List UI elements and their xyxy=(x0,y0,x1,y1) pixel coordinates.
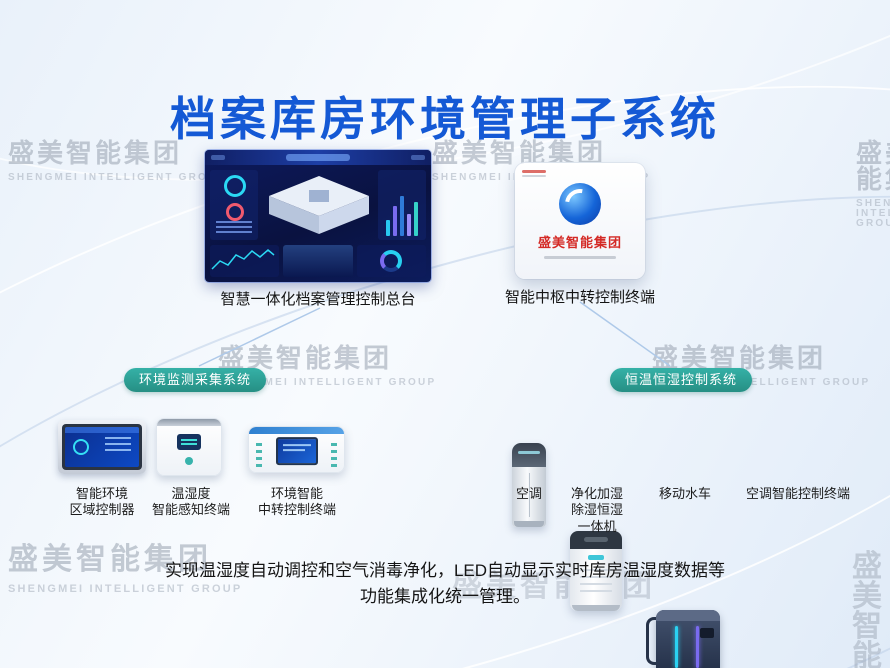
cart-body xyxy=(656,610,720,668)
console-topbar xyxy=(205,150,431,165)
device-label: 空调 xyxy=(515,486,542,501)
device-label: 净化加湿 除湿恒湿 一体机 xyxy=(570,486,623,534)
console-screenshot xyxy=(205,150,431,282)
device-label: 环境智能 中转控制终端 xyxy=(257,486,336,518)
handle-icon xyxy=(584,537,608,542)
watermark-en: SHENGMEI INTELLIGENT GROUP xyxy=(8,172,227,183)
vent-icon xyxy=(518,451,540,454)
watermark-en: SHENGMEI INTELLIGENT GROUP xyxy=(856,198,890,229)
bar xyxy=(386,220,390,236)
handle-icon xyxy=(646,617,665,665)
indicator-dot-icon xyxy=(185,457,193,465)
vent-icon xyxy=(256,443,262,469)
lcd-display-icon xyxy=(177,434,201,450)
device-label: 智能环境 区域控制器 xyxy=(69,486,135,518)
watermark: 盛美智能集团 SHENGMEI INTELLIGENT GROUP xyxy=(856,140,890,229)
device-top-strip xyxy=(249,427,344,434)
gauge-ring-icon xyxy=(73,439,89,455)
console-gauge-panel xyxy=(210,170,258,240)
panel-seam xyxy=(529,473,530,517)
console-menu-left xyxy=(211,155,225,160)
bar xyxy=(393,206,397,236)
page-title: 档案库房环境管理子系统 xyxy=(170,92,720,145)
gauge-ring-icon xyxy=(224,175,246,197)
hub-logo-subtext xyxy=(544,256,616,259)
device-label: 温湿度 智能感知终端 xyxy=(151,486,230,518)
bar xyxy=(414,202,418,236)
control-panel-icon xyxy=(700,628,714,638)
vent-icon xyxy=(331,443,337,469)
console-label: 智慧一体化档案管理控制总台 xyxy=(220,291,416,308)
screen-topbar xyxy=(65,427,139,433)
console-donut-panel xyxy=(356,245,426,277)
hub-device: 盛美智能集团 xyxy=(515,163,645,279)
bar xyxy=(400,196,404,236)
device-image-air-conditioner xyxy=(512,443,546,527)
hub-logo-text: 盛美智能集团 xyxy=(537,235,622,250)
gauge-ring-icon xyxy=(226,203,244,221)
screen-rows xyxy=(105,437,131,455)
device-label: 空调智能控制终端 xyxy=(745,486,850,501)
console-photo-panel xyxy=(283,245,353,277)
device-image-temp-humidity-sensor xyxy=(156,418,222,476)
group-label-climate: 恒温恒湿控制系统 xyxy=(610,368,753,392)
brand-mark-icon xyxy=(522,170,546,178)
light-strip-icon xyxy=(675,626,679,668)
globe-logo-icon xyxy=(559,183,601,225)
console-bottom-panels xyxy=(210,245,426,277)
console-bar-chart xyxy=(378,170,426,240)
ac-top-panel xyxy=(512,443,546,467)
console-list-rows xyxy=(216,221,252,235)
device-image-mobile-water-cart xyxy=(646,607,722,668)
footer-description: 实现温湿度自动调控和空气消毒净化，LED自动显示实时库房温湿度数据等 功能集成化… xyxy=(164,561,726,607)
console-line-chart xyxy=(210,245,280,277)
console-title-bar xyxy=(286,154,350,161)
display-icon xyxy=(588,555,604,560)
vent-icon xyxy=(580,569,612,597)
screen-icon xyxy=(275,436,318,465)
device-base xyxy=(514,521,544,527)
device-base xyxy=(572,605,620,611)
donut-chart-icon xyxy=(380,250,403,272)
device-label: 移动水车 xyxy=(658,486,711,501)
light-strip-icon xyxy=(695,626,699,668)
device-cap xyxy=(157,419,221,426)
group-label-monitoring: 环境监测采集系统 xyxy=(124,368,267,392)
console-menu-right xyxy=(411,155,425,160)
background-swoosh xyxy=(0,0,890,308)
bar xyxy=(407,214,411,236)
console-3d-room xyxy=(263,172,375,238)
cart-lid xyxy=(656,610,720,621)
device-top-panel xyxy=(570,531,622,549)
device-image-env-relay-terminal xyxy=(248,426,345,473)
device-image-zone-controller xyxy=(58,420,146,474)
hub-label: 智能中枢中转控制终端 xyxy=(504,289,655,306)
device-image-purifier-humidifier xyxy=(570,531,622,611)
